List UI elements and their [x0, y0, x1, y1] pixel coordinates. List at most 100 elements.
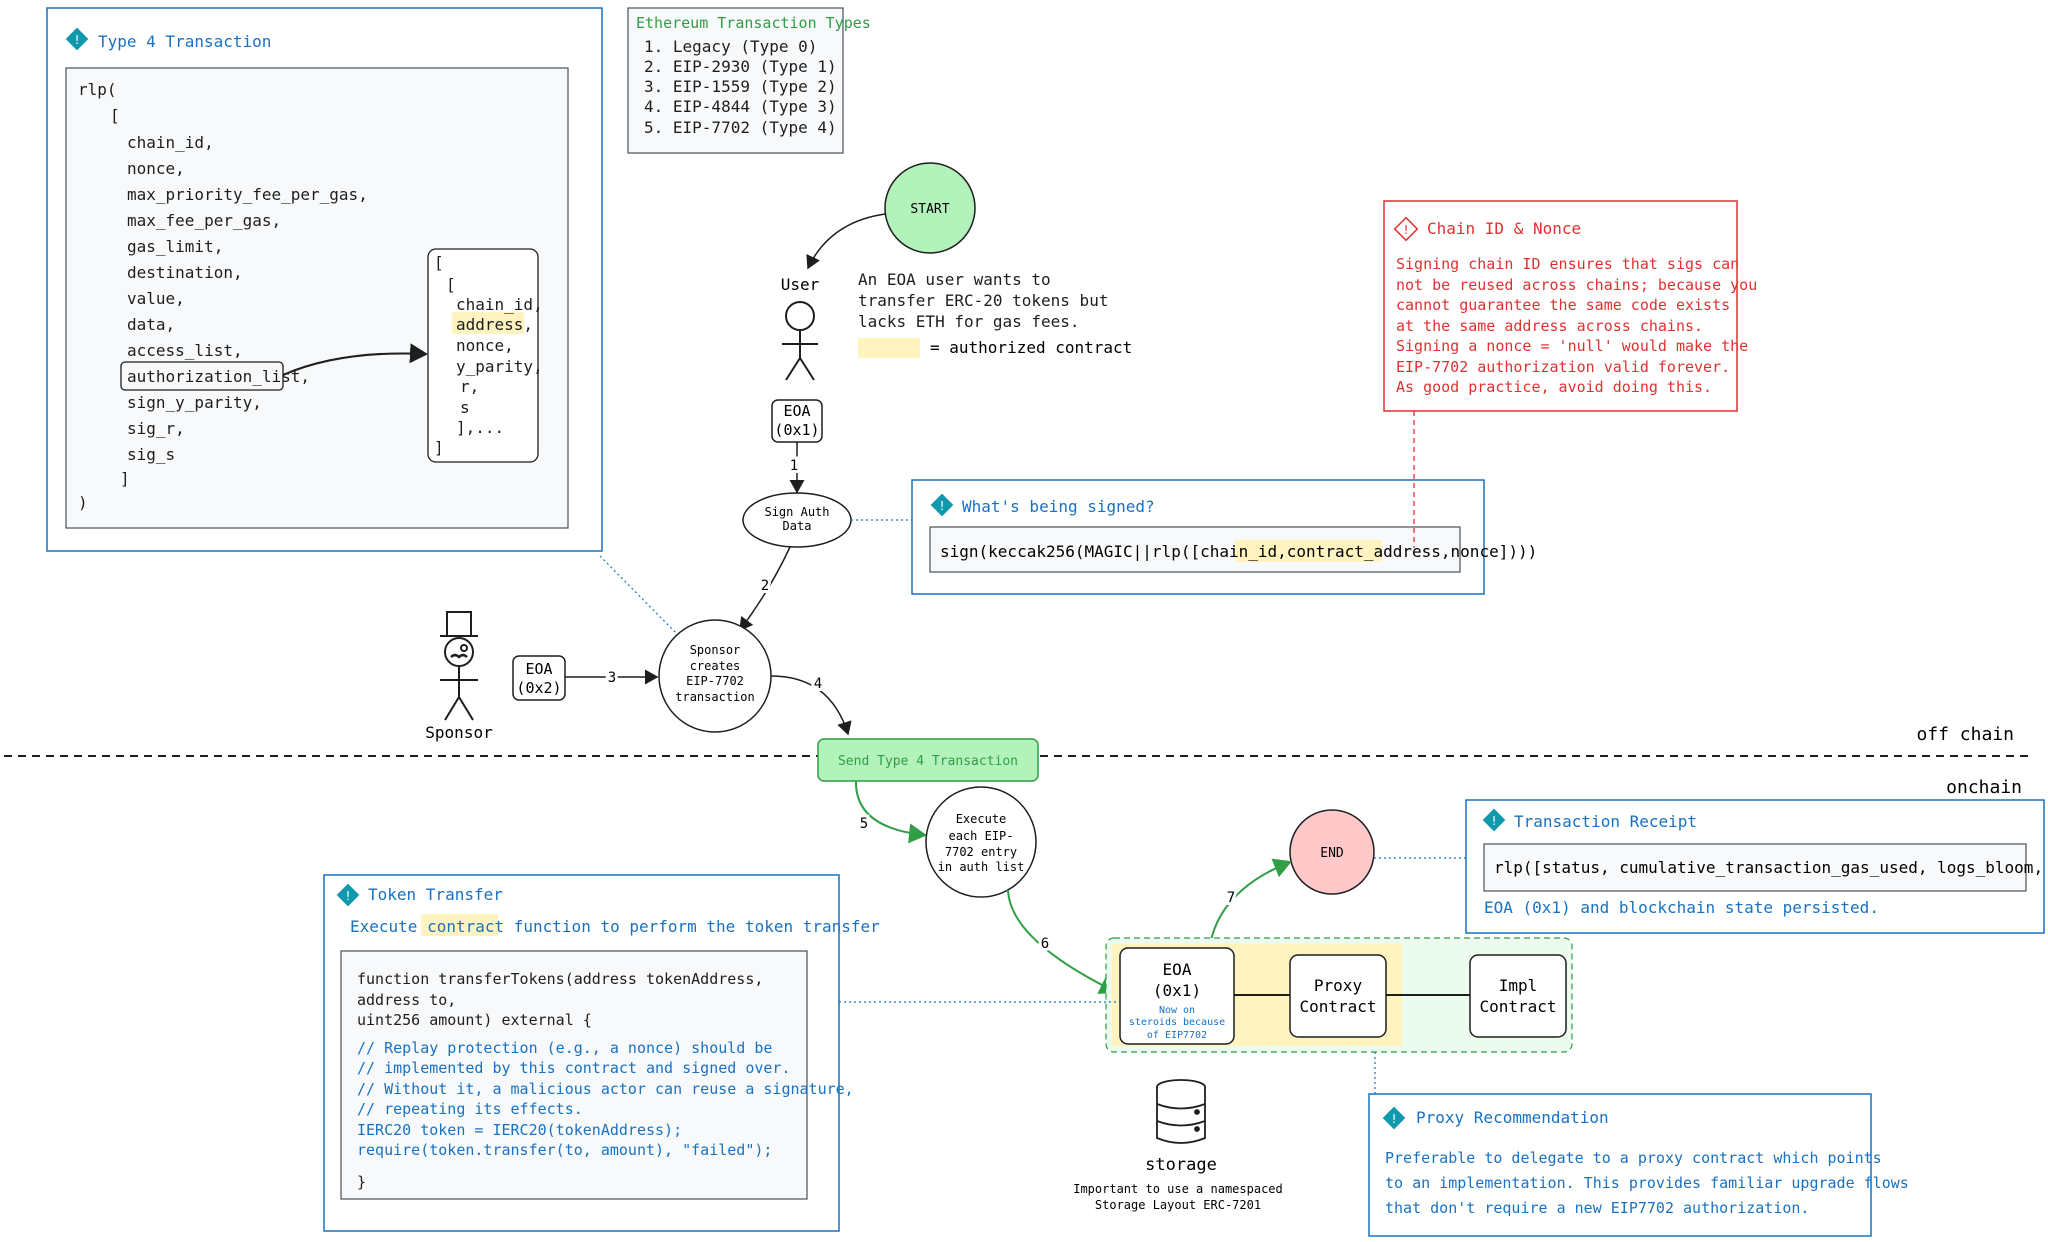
transaction-types-panel: Ethereum Transaction Types 1. Legacy (Ty…: [627, 7, 871, 154]
chain-nonce-line: Signing a nonce = 'null' would make the: [1396, 337, 1748, 355]
send-transaction-node: Send Type 4 Transaction: [817, 738, 1039, 782]
execute-label: 7702 entry: [945, 845, 1017, 859]
step-number-halo: 4: [814, 676, 822, 692]
token-transfer-subtitle: Execute contract function to perform the…: [350, 917, 880, 936]
step-number-halo: 2: [761, 578, 769, 594]
eoa-steroids-note: steroids because: [1129, 1017, 1225, 1028]
subtitle-contract: contract: [427, 917, 504, 936]
token-code-block: [340, 950, 808, 1200]
proxy-rec-line: that don't require a new EIP7702 authori…: [1385, 1199, 1809, 1217]
sponsor-stick-figure: [440, 611, 478, 721]
step-number: 2: [761, 578, 769, 594]
address-highlight: [452, 312, 524, 334]
receipt-code-block: [1483, 843, 2027, 892]
step-number-halo: 1: [790, 458, 798, 474]
whats-signed-panel: ! What's being signed? sign(keccak256(MA…: [911, 479, 1537, 595]
sponsor-label: Sponsor: [425, 723, 493, 742]
chain-nonce-line: Signing chain ID ensures that sigs can: [1396, 255, 1739, 273]
user-description-line: lacks ETH for gas fees.: [858, 312, 1080, 331]
sponsor-creates-label: creates: [690, 659, 741, 673]
step-number-halo: 7: [1227, 890, 1235, 906]
svg-text:!: !: [940, 499, 945, 513]
code-line: max_fee_per_gas,: [127, 211, 281, 230]
step-2-arrow: [739, 546, 791, 632]
proxy-contract-label: Proxy: [1314, 976, 1363, 995]
proxy-recommendation-panel: ! Proxy Recommendation Preferable to del…: [1368, 1093, 1909, 1237]
svg-text:!: !: [1392, 1112, 1397, 1126]
types-panel-border: [627, 7, 844, 154]
code-line-address: address,: [456, 315, 533, 334]
execute-label: in auth list: [938, 860, 1025, 874]
receipt-note: EOA (0x1) and blockchain state persisted…: [1484, 898, 1879, 917]
execute-label: Execute: [956, 812, 1007, 826]
code-line: function transferTokens(address tokenAdd…: [357, 970, 763, 988]
execute-node: Execute each EIP- 7702 entry in auth lis…: [925, 786, 1037, 898]
info-icon: !: [1382, 1106, 1406, 1130]
chain-nonce-line: EIP-7702 authorization valid forever.: [1396, 358, 1730, 376]
code-line: nonce,: [127, 159, 185, 178]
proxy-rec-line: to an implementation. This provides fami…: [1385, 1174, 1909, 1192]
list-item: 3. EIP-1559 (Type 2): [644, 77, 837, 96]
warning-icon: !: [1393, 216, 1419, 242]
code-line: max_priority_fee_per_gas,: [127, 185, 368, 204]
code-line: sig_r,: [127, 419, 185, 438]
code-line: ],...: [456, 418, 504, 437]
sponsor-creates-label: Sponsor: [690, 643, 741, 657]
code-line: ]: [120, 469, 130, 488]
code-line: destination,: [127, 263, 243, 282]
step-number-halo: 5: [860, 816, 868, 832]
whats-signed-title: What's being signed?: [962, 497, 1155, 516]
code-line: [: [446, 275, 456, 294]
subtitle-suffix: function to perform the token transfer: [504, 917, 880, 936]
code-comment: // implemented by this contract and sign…: [357, 1059, 790, 1077]
user-description-line: transfer ERC-20 tokens but: [858, 291, 1108, 310]
receipt-title: Transaction Receipt: [1514, 812, 1697, 831]
info-icon: !: [1482, 808, 1506, 832]
chain-nonce-line: at the same address across chains.: [1396, 317, 1703, 335]
code-line: chain_id,: [456, 295, 543, 314]
storage-note: Storage Layout ERC-7201: [1095, 1198, 1261, 1212]
svg-text:!: !: [1404, 223, 1409, 237]
step-5-arrow: [854, 780, 927, 844]
subtitle-prefix: Execute: [350, 917, 427, 936]
type4-transaction-panel: ! Type 4 Transaction rlp( [ chain_id, no…: [46, 7, 603, 552]
eoa-label: EOA: [525, 660, 552, 678]
code-line: s: [460, 398, 470, 417]
sign-code-prefix: sign(keccak256(MAGIC||rlp([chain_id,: [940, 542, 1287, 561]
step-6-arrow: [1007, 889, 1118, 994]
chain-nonce-line: cannot guarantee the same code exists: [1396, 296, 1730, 314]
code-line: ]: [434, 438, 444, 457]
eoa-steroids-node: EOA (0x1) Now on steroids because of EIP…: [1119, 947, 1235, 1045]
info-icon: !: [336, 883, 360, 907]
contract-address-highlight: [1235, 540, 1382, 562]
info-icon: !: [930, 493, 954, 517]
contract-highlight: [421, 914, 498, 936]
end-label: END: [1320, 846, 1344, 861]
impl-contract-label: Contract: [1479, 997, 1556, 1016]
proxy-rec-title: Proxy Recommendation: [1416, 1108, 1609, 1127]
storage-icon: [1156, 1079, 1206, 1144]
proxy-rec-line: Preferable to delegate to a proxy contra…: [1385, 1149, 1882, 1167]
code-line: [: [110, 106, 120, 125]
proxy-contract-node: Proxy Contract: [1289, 954, 1387, 1038]
eoa-address: (0x1): [774, 421, 819, 439]
list-item: 1. Legacy (Type 0): [644, 37, 817, 56]
step-7-arrow: [1209, 858, 1292, 946]
sign-code-suffix: ,nonce]))): [1441, 542, 1537, 561]
type4-code: rlp( [ chain_id, nonce, max_priority_fee…: [78, 80, 368, 512]
chain-nonce-title: Chain ID & Nonce: [1427, 219, 1581, 238]
code-line: nonce,: [456, 336, 514, 355]
authorization-list-outline: [120, 361, 284, 391]
eoa-address: (0x1): [1153, 981, 1201, 1000]
svg-text:!: !: [1492, 814, 1497, 828]
svg-text:!: !: [75, 33, 80, 47]
code-line: }: [357, 1173, 366, 1191]
code-line: access_list,: [127, 341, 243, 360]
list-item: 2. EIP-2930 (Type 1): [644, 57, 837, 76]
code-line: sig_s: [127, 445, 175, 464]
code-line: [: [434, 253, 444, 272]
user-stick-figure: [782, 301, 818, 381]
code-line: sign_y_parity,: [127, 393, 262, 412]
auth-list-detail-box: [427, 248, 539, 463]
